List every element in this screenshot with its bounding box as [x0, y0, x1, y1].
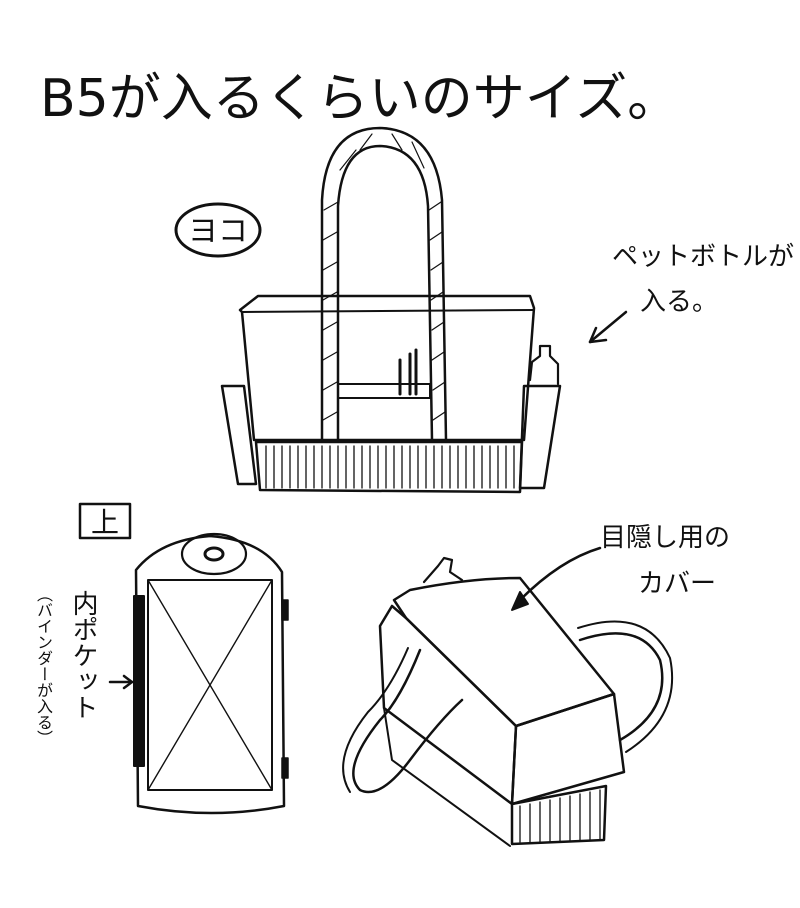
bag-front-panel [238, 294, 536, 442]
inner-pocket-label: 内ポケット [68, 590, 98, 720]
top-view-label-box [78, 502, 132, 540]
left-side-pocket [220, 384, 258, 486]
bag-handle-inner [336, 144, 434, 442]
cover-annotation-line1: 目隠し用の [600, 523, 730, 553]
side-view-label-circle [174, 202, 262, 258]
page-title: B5が入るくらいのサイズ。 [40, 69, 679, 129]
side-view: ヨコ [174, 126, 794, 494]
top-view: 上 [78, 502, 289, 815]
bottle-icon [528, 344, 560, 386]
bag-bottom-band [254, 440, 524, 494]
perspective-view: 目隠し用の カバー [342, 523, 730, 847]
front-pocket [337, 383, 431, 399]
bottle-arrow [588, 310, 628, 344]
bag-bottom-stripes [510, 784, 608, 846]
inner-pocket-edge [133, 595, 145, 767]
top-view-label: 上 [91, 506, 119, 539]
perspective-handle-front [352, 648, 464, 794]
cover-annotation-line2: カバー [638, 569, 716, 599]
binder-note-label: （バインダーが入る） [34, 586, 53, 746]
bottom-band-hatching [265, 445, 515, 489]
handle-hatching [322, 133, 446, 421]
bottle-annotation-line2: 入る。 [640, 287, 718, 317]
cover-arrow [518, 546, 602, 602]
side-view-label: ヨコ [188, 214, 248, 249]
bag-top-outline [134, 534, 286, 815]
pens [398, 348, 418, 396]
perspective-handle-back [578, 632, 664, 742]
bottle-cap-top [180, 532, 248, 576]
bag-end-face [510, 692, 626, 806]
bag-handle-outer [320, 126, 448, 442]
bottle-annotation-line1: ペットボトルが [612, 242, 794, 272]
bag-side-face [378, 604, 518, 806]
